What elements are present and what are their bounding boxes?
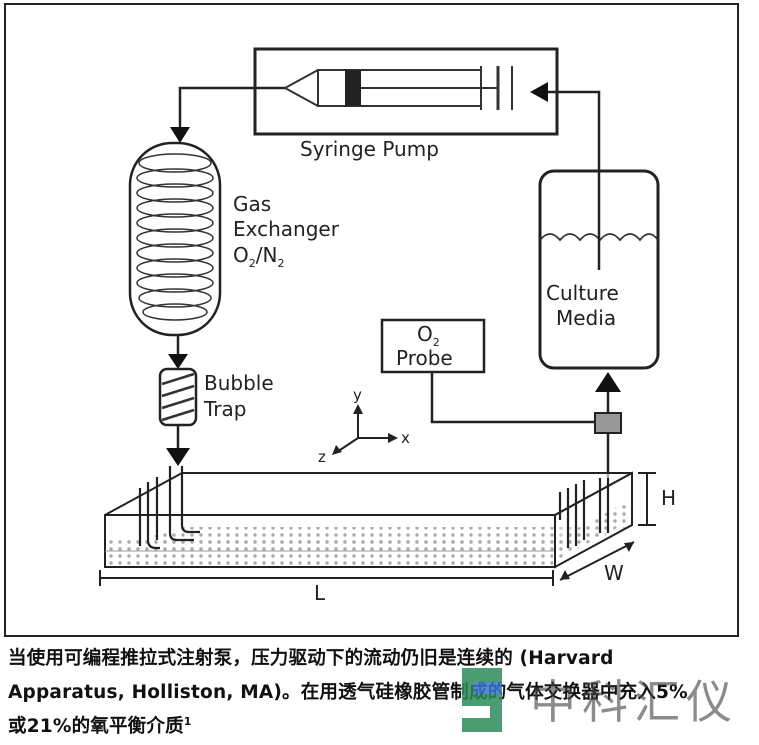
- arrow-down-icon: [170, 127, 190, 143]
- gas-exchanger-label-3: O2/N2: [233, 243, 284, 270]
- caption-line-3-text: 或21%的氧平衡介质: [8, 716, 184, 737]
- bubble-trap: Bubble Trap: [158, 367, 274, 427]
- perfusion-system-diagram: Syringe Pump Gas Exchanger O2/N2: [4, 3, 739, 637]
- dimension-h: H: [638, 472, 676, 526]
- inlet-tubes: [138, 466, 200, 550]
- dimension-l: L: [99, 570, 554, 605]
- tube-trap-to-chamber: [166, 425, 190, 466]
- bubble-trap-label-2: Trap: [203, 397, 246, 421]
- dim-h-label: H: [661, 486, 676, 510]
- gas-exchanger-label-1: Gas: [233, 192, 271, 216]
- probe-cable: [430, 372, 595, 424]
- arrow-up-icon: [595, 372, 621, 392]
- arrow-down-icon: [168, 354, 188, 369]
- axis-x-label: x: [401, 429, 410, 447]
- syringe-pump-label: Syringe Pump: [300, 137, 439, 161]
- dimension-w: W: [559, 541, 635, 585]
- arrow-left-icon: [530, 82, 548, 102]
- caption-footnote: 1: [183, 714, 192, 728]
- culture-media-label-1: Culture: [546, 281, 619, 305]
- diagram-frame: Syringe Pump Gas Exchanger O2/N2: [4, 3, 739, 637]
- o2-probe-label-2: Probe: [396, 346, 453, 370]
- dim-w-label: W: [604, 561, 624, 585]
- dim-l-label: L: [314, 581, 326, 605]
- tube-exchanger-to-trap: [168, 335, 188, 369]
- bubble-trap-label-1: Bubble: [204, 371, 274, 395]
- syringe-icon: [282, 66, 513, 110]
- figure-caption: 当使用可编程推拉式注射泵，压力驱动下的流动仍旧是连续的 (Harvard App…: [8, 642, 756, 744]
- watermark: 中科汇仪: [444, 660, 759, 740]
- axis-y-label: y: [353, 386, 362, 404]
- watermark-logo-icon: [462, 668, 502, 732]
- flow-sensor: [594, 372, 622, 478]
- arrow-down-icon: [166, 448, 190, 466]
- o2-probe: O2 Probe: [380, 318, 486, 374]
- watermark-text: 中科汇仪: [530, 675, 738, 729]
- axis-z-label: z: [318, 448, 326, 466]
- gas-exchanger-label-2: Exchanger: [233, 217, 340, 241]
- o2-probe-label-1: O2: [417, 322, 440, 349]
- gas-exchanger: Gas Exchanger O2/N2: [128, 141, 340, 337]
- coil-rings: [136, 153, 214, 321]
- tube-media-to-syringe: [530, 82, 601, 270]
- outer-border: [4, 3, 739, 637]
- caption-line-2: Apparatus, Holliston, MA)。在用透气硅橡胶管制成的气体交…: [8, 682, 688, 703]
- tube-syringe-to-exchanger: [170, 86, 285, 143]
- syringe-pump: Syringe Pump: [253, 47, 559, 161]
- outlet-tubes: [558, 478, 610, 548]
- caption-line-3: 或21%的氧平衡介质1: [8, 710, 756, 744]
- caption-line-1: 当使用可编程推拉式注射泵，压力驱动下的流动仍旧是连续的 (Harvard: [8, 648, 614, 669]
- perfusion-chamber: [104, 466, 633, 569]
- culture-media-label-2: Media: [556, 306, 616, 330]
- coordinate-axes: x y z: [318, 386, 410, 466]
